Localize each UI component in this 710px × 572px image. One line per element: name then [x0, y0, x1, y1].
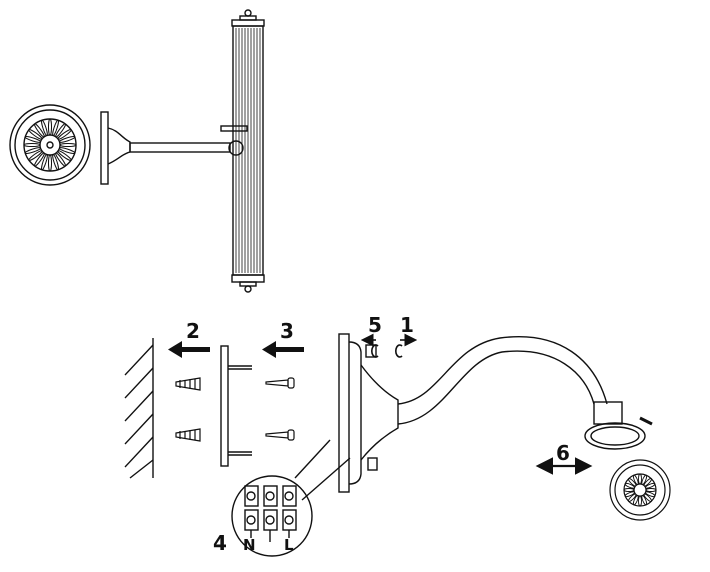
terminal-label-l: L	[284, 536, 294, 554]
screw-icon	[265, 429, 295, 441]
wall-hatch	[124, 338, 154, 479]
rosette-front-icon	[9, 104, 91, 186]
terminal-label-n: N	[243, 536, 256, 554]
swan-neck-arm	[397, 336, 653, 450]
arrow-left-icon	[168, 341, 210, 358]
arrow-rotate-icon	[395, 333, 418, 358]
terminal-block-icon	[244, 485, 297, 542]
top-lamp-view	[9, 9, 265, 293]
arm-base	[107, 127, 131, 165]
step-label-2: 2	[186, 319, 200, 343]
step-label-3: 3	[280, 319, 294, 343]
wall-plate-side	[100, 111, 109, 185]
arrow-rotate-icon	[360, 333, 379, 358]
terminal-callout	[231, 439, 351, 557]
lamp-arm	[129, 142, 231, 153]
step-label-6: 6	[556, 441, 570, 465]
rosette-end-icon	[609, 459, 671, 521]
lamp-canopy	[338, 333, 399, 493]
step-label-1: 1	[400, 313, 414, 337]
arm-clamp	[220, 125, 248, 132]
screw-icon	[265, 377, 295, 389]
wall-plug-icon	[175, 428, 201, 442]
arrow-left-icon	[262, 341, 304, 358]
fluted-cylinder-icon	[231, 9, 265, 293]
step-label-5: 5	[368, 313, 382, 337]
step-label-4: 4	[213, 531, 227, 555]
mounting-bracket	[220, 345, 252, 467]
wall-plug-icon	[175, 377, 201, 391]
